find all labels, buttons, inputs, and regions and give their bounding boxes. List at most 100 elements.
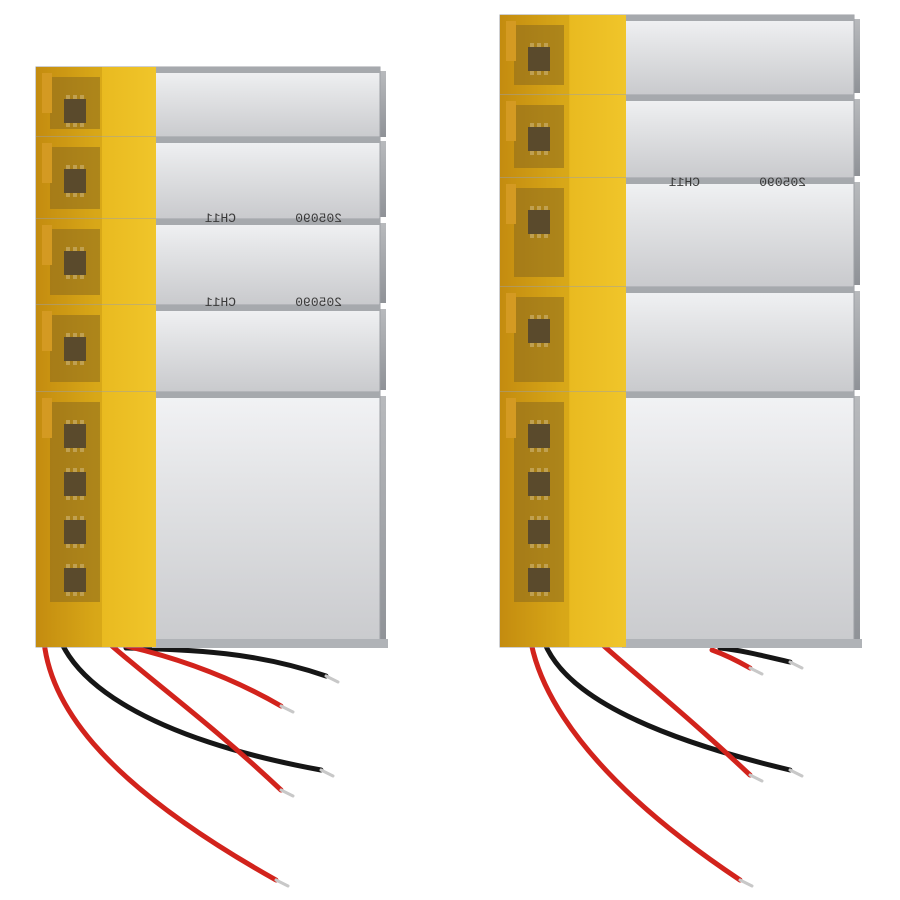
ic-pin: [66, 165, 70, 169]
ic-pin: [80, 468, 84, 472]
top-seam: [622, 287, 854, 293]
battery-cell: [35, 304, 386, 393]
ic-chip: [64, 99, 86, 123]
ic-chip: [528, 127, 550, 151]
ic-pin: [537, 71, 541, 75]
wire-tip: [279, 788, 295, 798]
print-mark: 205090: [295, 295, 342, 310]
ic-pin: [530, 315, 534, 319]
wire-tip: [279, 704, 295, 714]
ic-pin: [73, 496, 77, 500]
ic-pin: [80, 95, 84, 99]
ic-pin: [530, 448, 534, 452]
battery-cell: [499, 14, 860, 96]
bottom-seam: [622, 639, 862, 648]
ic-pin: [73, 544, 77, 548]
ic-chip: [64, 424, 86, 448]
ic-chip: [64, 472, 86, 496]
wire-tip: [738, 878, 754, 888]
ic-pin: [66, 564, 70, 568]
ic-pin: [66, 516, 70, 520]
ic-pin: [544, 43, 548, 47]
top-seam: [152, 137, 380, 143]
ic-pin: [544, 564, 548, 568]
ic-pin: [530, 234, 534, 238]
ic-chip: [528, 520, 550, 544]
left-battery-stack: [35, 66, 388, 888]
ic-pin: [73, 95, 77, 99]
ic-chip: [64, 568, 86, 592]
ic-pin: [544, 234, 548, 238]
ic-pin: [530, 71, 534, 75]
lead-wire: [123, 645, 329, 679]
ic-pin: [530, 564, 534, 568]
nickel-tab: [506, 184, 516, 224]
ic-chip: [64, 520, 86, 544]
ic-pin: [80, 123, 84, 127]
ic-pin: [73, 247, 77, 251]
nickel-tab: [42, 398, 52, 438]
ic-pin: [66, 123, 70, 127]
top-seam: [152, 67, 380, 73]
print-mark: CH11: [205, 211, 236, 226]
ic-pin: [80, 420, 84, 424]
ic-pin: [66, 420, 70, 424]
wire-tip: [274, 878, 290, 888]
ic-pin: [537, 564, 541, 568]
ic-pin: [544, 496, 548, 500]
ic-pin: [530, 420, 534, 424]
top-seam: [622, 178, 854, 184]
ic-pin: [73, 165, 77, 169]
cell-edge: [378, 396, 386, 645]
ic-pin: [66, 247, 70, 251]
wire-tip: [324, 674, 340, 684]
top-seam: [152, 305, 380, 311]
cell-edge: [378, 309, 386, 390]
nickel-tab: [506, 21, 516, 61]
ic-pin: [537, 151, 541, 155]
ic-pin: [80, 165, 84, 169]
ic-pin: [80, 333, 84, 337]
ic-pin: [66, 333, 70, 337]
ic-pin: [544, 71, 548, 75]
ic-chip: [528, 47, 550, 71]
ic-chip: [64, 251, 86, 275]
ic-pin: [80, 247, 84, 251]
cell-edge: [852, 19, 860, 93]
ic-pin: [80, 592, 84, 596]
ic-pin: [537, 206, 541, 210]
cell-edge: [852, 291, 860, 390]
ic-pin: [530, 544, 534, 548]
battery-cell: [499, 286, 860, 393]
ic-pin: [73, 333, 77, 337]
battery-cell: [35, 218, 386, 306]
lead-wire: [709, 647, 753, 671]
battery-cell: [35, 391, 388, 648]
ic-pin: [80, 516, 84, 520]
ic-pin: [530, 343, 534, 347]
right-battery-stack: [499, 14, 862, 888]
ic-pin: [73, 123, 77, 127]
battery-cell: [35, 136, 386, 220]
ic-pin: [530, 468, 534, 472]
wire-tip: [319, 768, 335, 778]
ic-pin: [73, 592, 77, 596]
ic-pin: [80, 448, 84, 452]
ic-pin: [73, 420, 77, 424]
ic-pin: [537, 468, 541, 472]
ic-pin: [66, 95, 70, 99]
ic-pin: [66, 448, 70, 452]
ic-pin: [537, 343, 541, 347]
wire-tip: [748, 773, 764, 783]
ic-chip: [528, 568, 550, 592]
top-seam: [152, 219, 380, 225]
ic-pin: [80, 544, 84, 548]
ic-pin: [544, 592, 548, 596]
lead-wire: [123, 643, 284, 709]
nickel-tab: [42, 73, 52, 113]
ic-pin: [73, 361, 77, 365]
ic-chip: [528, 319, 550, 343]
ic-pin: [80, 564, 84, 568]
ic-pin: [530, 496, 534, 500]
ic-pin: [530, 43, 534, 47]
